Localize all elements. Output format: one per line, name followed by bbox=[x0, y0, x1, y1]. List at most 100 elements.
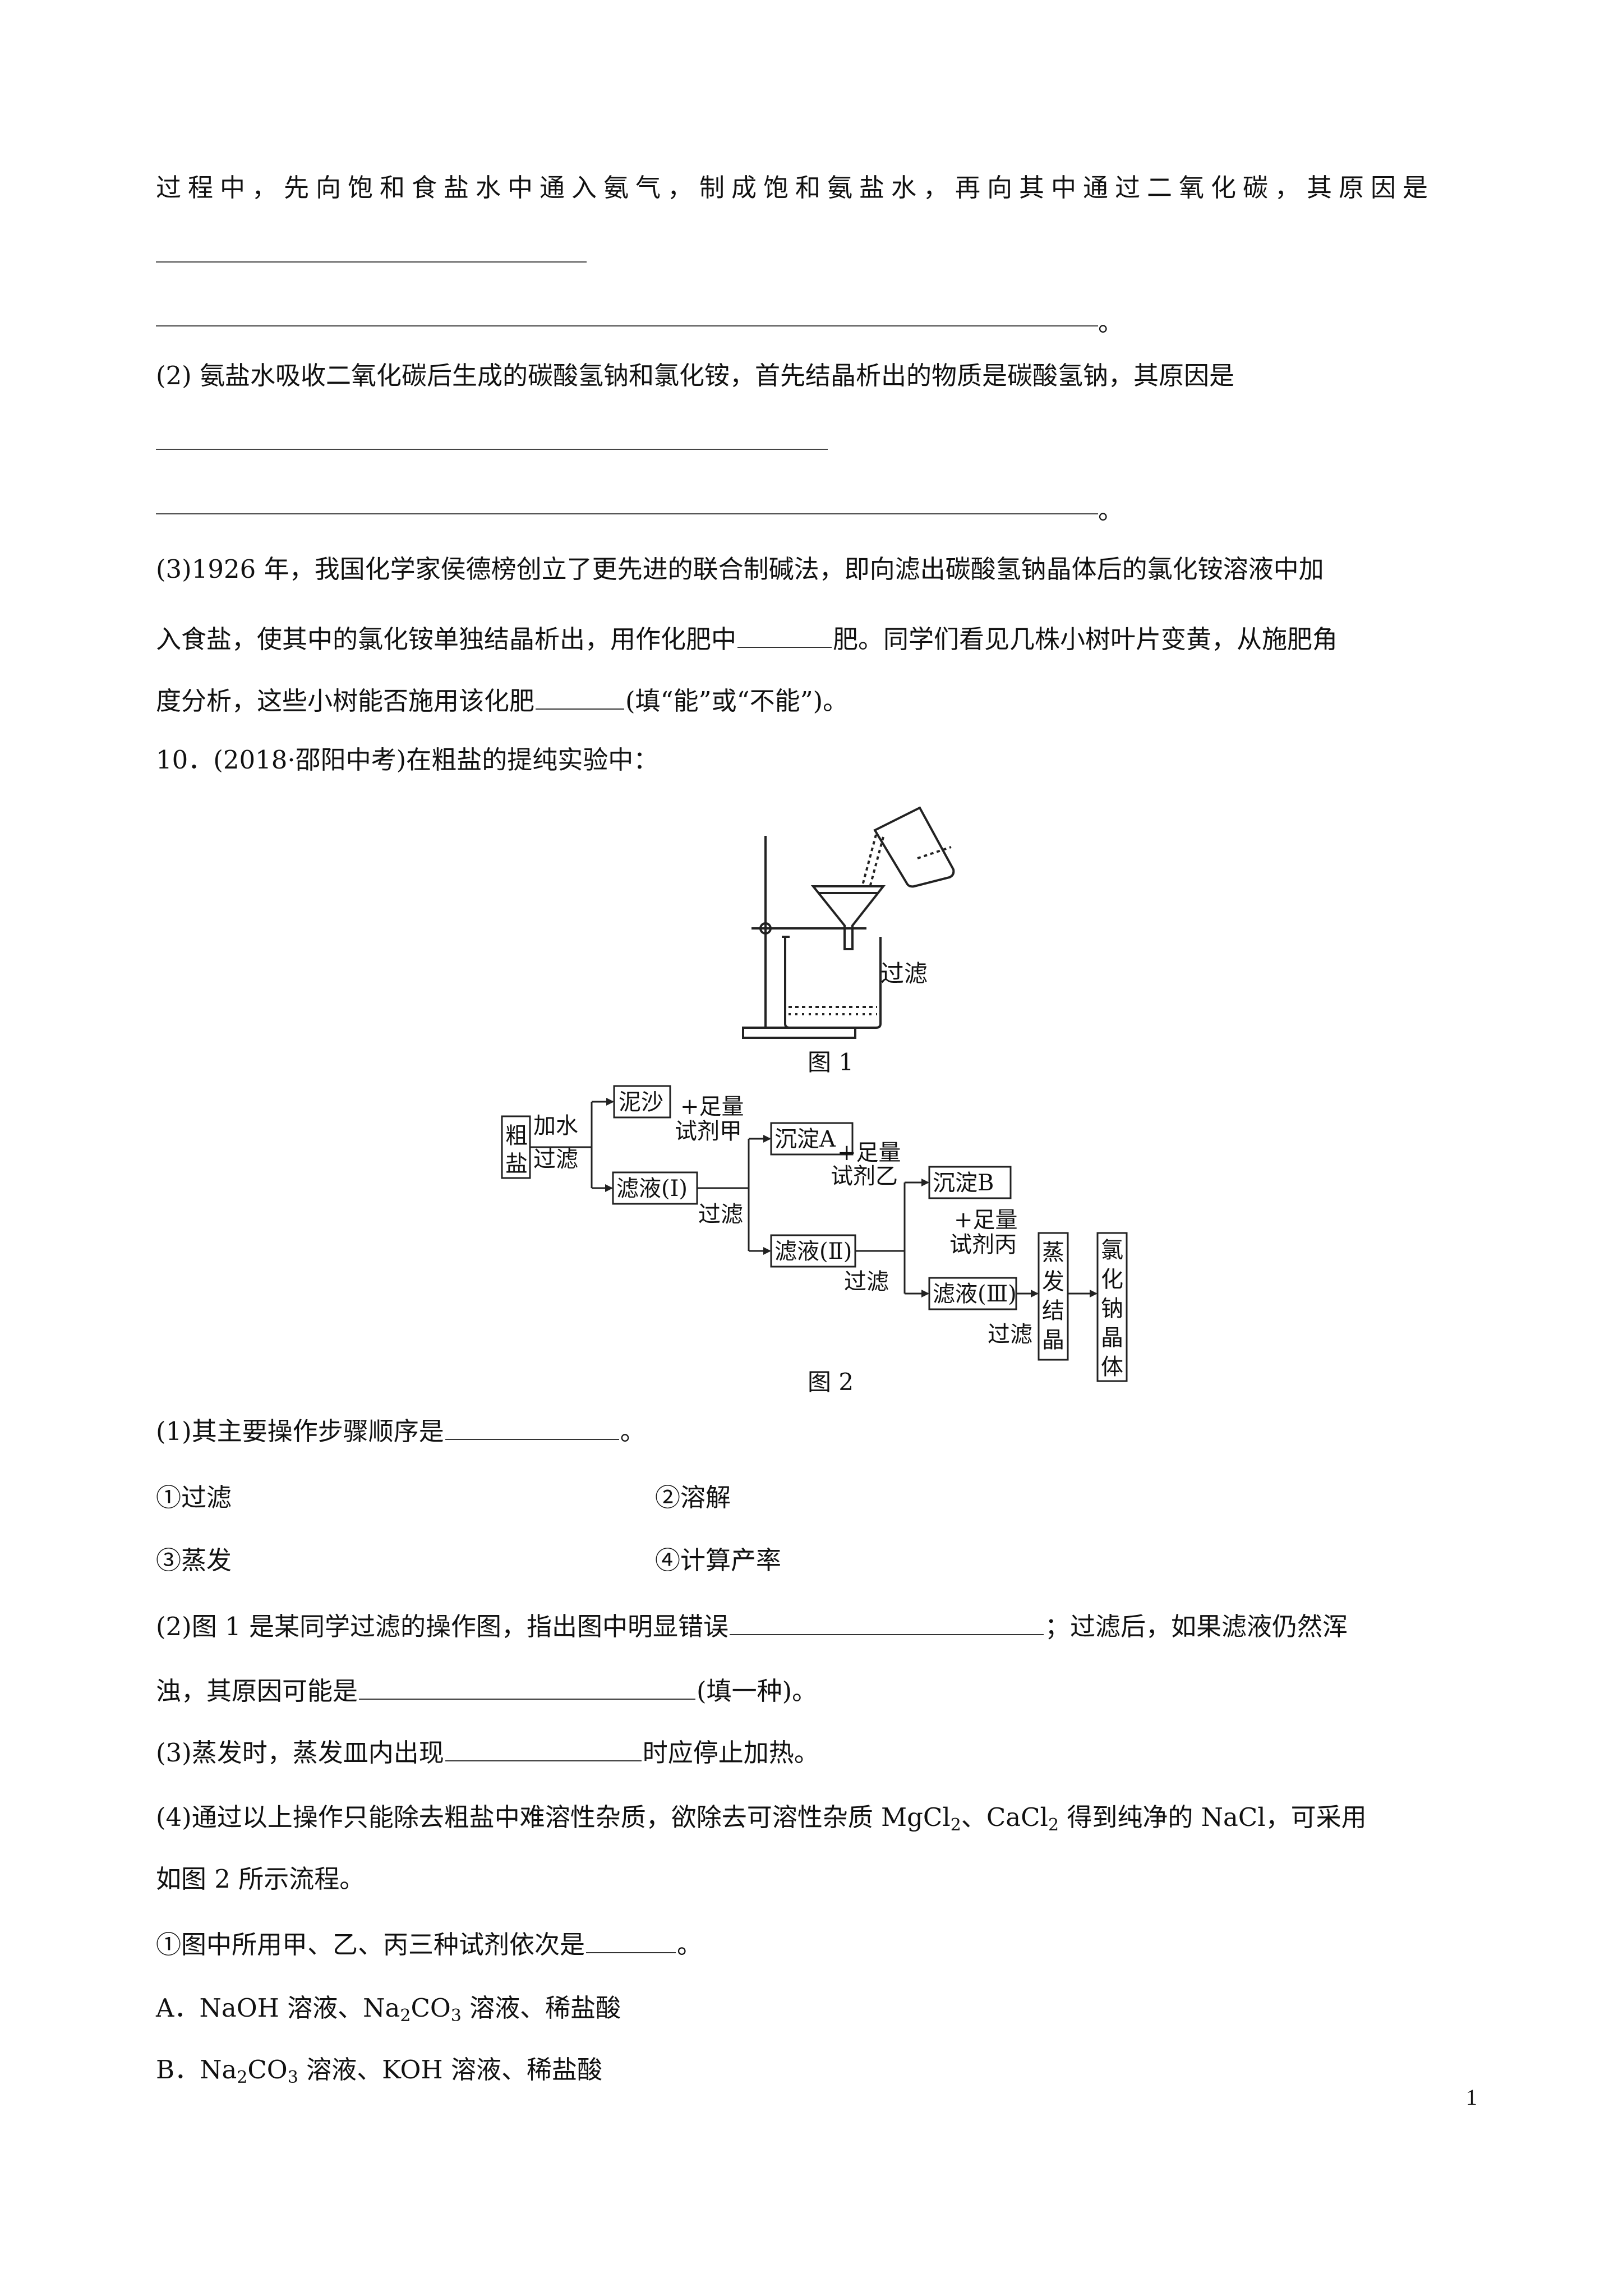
option-row: ①过滤 ②溶解 bbox=[156, 1481, 1479, 1515]
answer-blank[interactable] bbox=[445, 1758, 642, 1761]
q9-part2: (2) 氨盐水吸收二氧化碳后生成的碳酸氢钠和氯化铵，首先结晶析出的物质是碳酸氢钠… bbox=[156, 361, 1235, 390]
answer-blank-line[interactable] bbox=[156, 261, 587, 263]
option-3: ③蒸发 bbox=[156, 1545, 232, 1575]
subscript: 3 bbox=[450, 2006, 462, 2026]
page-number: 1 bbox=[1466, 2085, 1477, 2110]
crude-salt-char2: 盐 bbox=[505, 1151, 528, 1177]
label-filtrate-3: 滤液(Ⅲ) bbox=[933, 1281, 1017, 1307]
evap-char: 晶 bbox=[1042, 1327, 1064, 1353]
figure1-filtration-diagram: 过滤 bbox=[742, 806, 955, 1039]
q9-part3-line2: 入食盐，使其中的氯化铵单独结晶析出，用作化肥中 肥。同学们看见几株小树叶片变黄，从… bbox=[156, 623, 1479, 656]
answer-blank-line[interactable] bbox=[156, 513, 1098, 514]
text: ①图中所用甲、乙、丙三种试剂依次是 bbox=[156, 1930, 585, 1959]
option-1: ①过滤 bbox=[156, 1483, 232, 1512]
box-nacl-crystal bbox=[1096, 1232, 1128, 1382]
text: 肥。同学们看见几株小树叶片变黄，从施肥角 bbox=[833, 624, 1338, 654]
nacl-char: 化 bbox=[1101, 1267, 1123, 1292]
label-reagent-jia: 试剂甲 bbox=[675, 1119, 742, 1144]
label-filter: 过滤 bbox=[698, 1202, 743, 1227]
liquid-stream bbox=[861, 834, 877, 886]
q10-part4-line1: (4)通过以上操作只能除去粗盐中难溶性杂质，欲除去可溶性杂质 MgCl2、CaC… bbox=[156, 1801, 1479, 1834]
clamp-knob bbox=[759, 922, 772, 935]
label-add-water: 加水 bbox=[533, 1113, 578, 1139]
q9-part3-line1: (3)1926 年，我国化学家侯德榜创立了更先进的联合制碱法，即向滤出碳酸氢钠晶… bbox=[156, 554, 1324, 584]
label-filter: 过滤 bbox=[533, 1147, 578, 1172]
choice-b[interactable]: B．Na2CO3 溶液、KOH 溶液、稀盐酸 bbox=[156, 2053, 1479, 2087]
q10-part3: (3)蒸发时，蒸发皿内出现时应停止加热。 bbox=[156, 1736, 1479, 1770]
box-precipitate-a bbox=[770, 1122, 854, 1156]
answer-blank[interactable] bbox=[586, 1950, 676, 1953]
end-mark: 。 bbox=[1098, 495, 1124, 525]
text: B．Na bbox=[156, 2055, 237, 2085]
box-evaporation bbox=[1038, 1232, 1069, 1361]
answer-blank[interactable] bbox=[445, 1437, 619, 1440]
text: (2)图 1 是某同学过滤的操作图，指出图中明显错误 bbox=[156, 1612, 728, 1641]
text: 入食盐，使其中的氯化铵单独结晶析出，用作化肥中 bbox=[156, 624, 737, 654]
box-precipitate-b bbox=[928, 1166, 1012, 1199]
answer-blank[interactable] bbox=[536, 706, 625, 710]
option-4: ④计算产率 bbox=[655, 1545, 782, 1575]
label-reagent-bing: 试剂丙 bbox=[949, 1232, 1017, 1258]
text: (4)通过以上操作只能除去粗盐中难溶性杂质，欲除去可溶性杂质 MgCl bbox=[156, 1802, 951, 1832]
q10-part1: (1)其主要操作步骤顺序是 。 bbox=[156, 1415, 1479, 1448]
label-precipitate-a: 沉淀A bbox=[774, 1126, 836, 1152]
answer-blank[interactable] bbox=[359, 1696, 696, 1700]
funnel bbox=[810, 885, 886, 950]
subscript: 2 bbox=[1048, 1815, 1059, 1835]
text: CO bbox=[247, 2055, 288, 2085]
evap-char: 发 bbox=[1042, 1269, 1064, 1295]
crude-salt-char1: 粗 bbox=[505, 1123, 528, 1149]
figure2-flow-chart: 粗 盐 加水 过滤 泥沙 滤液(Ⅰ) +足量 试剂甲 沉淀A 过滤 +足量 试剂… bbox=[501, 1085, 1128, 1382]
text: (填一种)。 bbox=[697, 1676, 818, 1706]
text: 时应停止加热。 bbox=[642, 1738, 819, 1768]
q10-part2-line1: (2)图 1 是某同学过滤的操作图，指出图中明显错误 ；过滤后，如果滤液仍然浑 bbox=[156, 1610, 1479, 1644]
stand-base bbox=[742, 1027, 856, 1039]
option-2: ②溶解 bbox=[655, 1483, 731, 1512]
text: 度分析，这些小树能否施用该化肥 bbox=[156, 686, 535, 716]
evap-char: 蒸 bbox=[1042, 1240, 1064, 1266]
answer-blank-line[interactable] bbox=[156, 325, 1098, 326]
text: 溶液、稀盐酸 bbox=[461, 1993, 621, 2023]
subscript: 2 bbox=[950, 1815, 961, 1835]
nacl-char: 晶 bbox=[1101, 1325, 1123, 1351]
label-excess: +足量 bbox=[680, 1094, 744, 1120]
label-filter: 过滤 bbox=[844, 1269, 889, 1295]
figure1-caption: 图 1 bbox=[808, 1048, 854, 1076]
text: A．NaOH 溶液、Na bbox=[156, 1993, 400, 2023]
q10-part2-line2: 浊，其原因可能是(填一种)。 bbox=[156, 1674, 1479, 1708]
q10-title: 10．(2018·邵阳中考)在粗盐的提纯实验中： bbox=[156, 745, 659, 775]
subscript: 2 bbox=[237, 2068, 248, 2087]
answer-blank[interactable] bbox=[729, 1632, 1044, 1635]
text: 溶液、KOH 溶液、稀盐酸 bbox=[298, 2055, 602, 2085]
pouring-beaker bbox=[873, 806, 955, 888]
evap-char: 结 bbox=[1042, 1298, 1064, 1324]
text: 得到纯净的 NaCl，可采用 bbox=[1059, 1802, 1367, 1832]
q10-part4-sub1: ①图中所用甲、乙、丙三种试剂依次是。 bbox=[156, 1928, 1479, 1962]
label-reagent-yi: 试剂乙 bbox=[831, 1163, 898, 1189]
nacl-char: 钠 bbox=[1101, 1296, 1123, 1322]
text: (1)其主要操作步骤顺序是 bbox=[156, 1416, 444, 1446]
text: ；过滤后，如果滤液仍然浑 bbox=[1044, 1612, 1348, 1641]
box-sediment bbox=[613, 1085, 671, 1119]
text: 、CaCl bbox=[961, 1802, 1048, 1832]
q10-part4-line2: 如图 2 所示流程。 bbox=[156, 1864, 365, 1894]
text: (填“能”或“不能”)。 bbox=[625, 686, 849, 716]
text: 。 bbox=[620, 1416, 645, 1446]
label-filter: 过滤 bbox=[988, 1322, 1032, 1347]
label-filtrate-1: 滤液(Ⅰ) bbox=[616, 1176, 688, 1202]
nacl-char: 体 bbox=[1101, 1354, 1123, 1380]
q9-part3-line3: 度分析，这些小树能否施用该化肥 (填“能”或“不能”)。 bbox=[156, 684, 1479, 718]
answer-blank-line[interactable] bbox=[156, 449, 828, 450]
end-mark: 。 bbox=[1098, 307, 1124, 337]
answer-blank[interactable] bbox=[737, 645, 832, 648]
nacl-char: 氯 bbox=[1101, 1237, 1123, 1263]
option-row: ③蒸发 ④计算产率 bbox=[156, 1544, 1479, 1577]
subscript: 3 bbox=[287, 2068, 298, 2087]
figure1-label: 过滤 bbox=[880, 960, 928, 987]
choice-a[interactable]: A．NaOH 溶液、Na2CO3 溶液、稀盐酸 bbox=[156, 1991, 1479, 2025]
label-excess: +足量 bbox=[837, 1140, 901, 1166]
label-excess: +足量 bbox=[954, 1207, 1018, 1233]
q9-intro-line: 过程中，先向饱和食盐水中通入氨气，制成饱和氨盐水，再向其中通过二氧化碳，其原因是 bbox=[156, 173, 1435, 203]
figure2-caption: 图 2 bbox=[808, 1368, 854, 1396]
label-sediment: 泥沙 bbox=[619, 1089, 663, 1115]
